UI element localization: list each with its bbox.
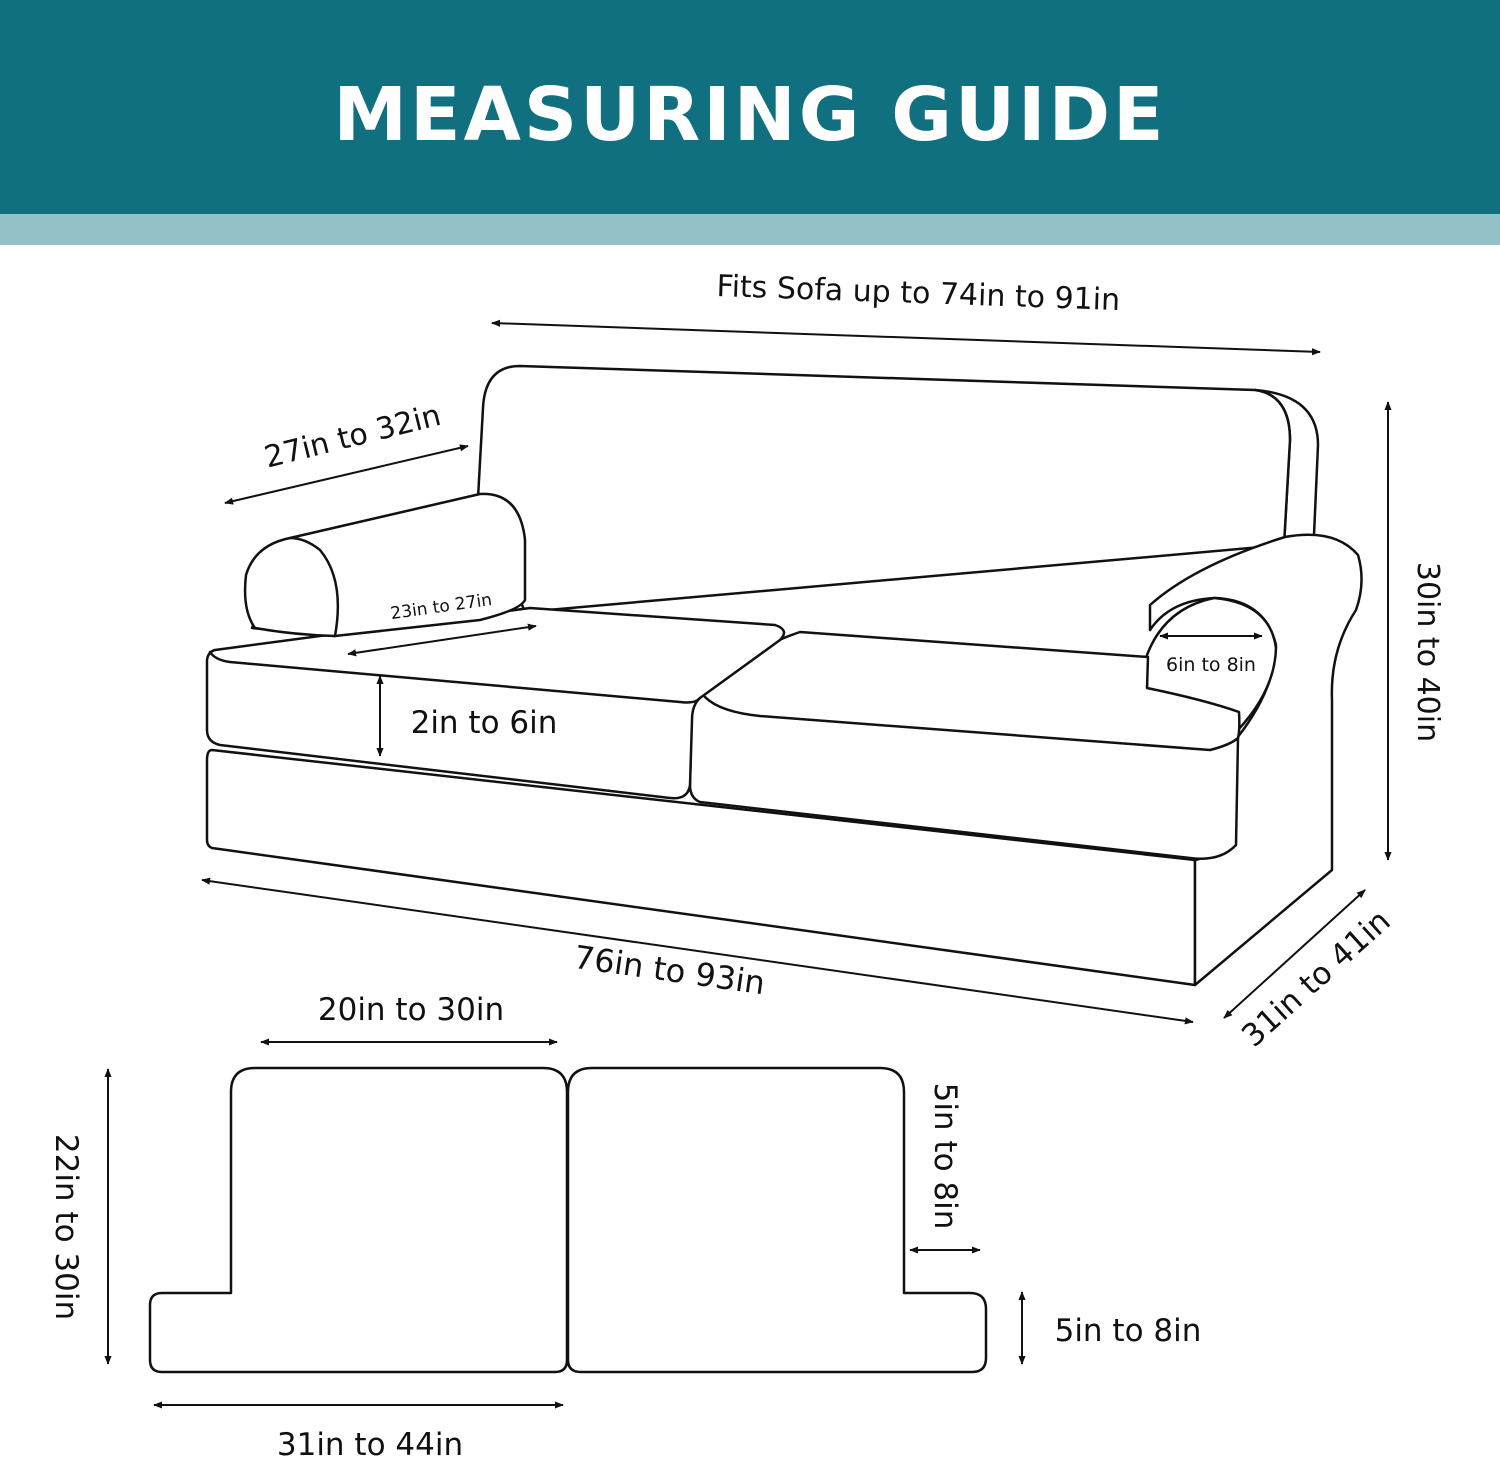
header-stripe: [0, 214, 1500, 245]
header-banner: [0, 0, 1500, 214]
sofa-left-arm-front: [243, 536, 340, 638]
depth-arrow: [1223, 889, 1366, 1019]
front-width-arrow: [201, 877, 1194, 1025]
page-title: MEASURING GUIDE: [333, 72, 1167, 158]
arm-depth-arrow: [347, 623, 537, 657]
cushion-illustration: [148, 1066, 988, 1374]
t-ear-length-label: 5in to 8in: [927, 1083, 963, 1230]
left-t-cushion: [148, 1066, 569, 1374]
arm-length-label: 27in to 32in: [261, 398, 444, 476]
left-cushion-top-edge: [208, 650, 702, 704]
cushion-depth-label: 22in to 30in: [48, 1134, 84, 1320]
right-cushion-top-edge: [703, 695, 1240, 752]
back-width-arrow: [491, 319, 1321, 356]
back-width-label: Fits Sofa up to 74in to 91in: [716, 269, 1121, 318]
cushion-dimension-arrows: [104, 1038, 1026, 1409]
arm-front-width-label: 6in to 8in: [1166, 654, 1256, 676]
arm-length-arrow: [224, 444, 469, 505]
sofa-dimension-arrows: [201, 319, 1392, 1025]
t-ear-width-label: 5in to 8in: [1055, 1313, 1202, 1349]
total-width-label: 31in to 44in: [277, 1427, 463, 1460]
cushion-width-label: 20in to 30in: [318, 992, 504, 1028]
sofa-backrest: [476, 364, 1292, 614]
height-label: 30in to 40in: [1410, 562, 1445, 742]
right-t-cushion: [566, 1066, 988, 1374]
cushion-thickness-label: 2in to 6in: [411, 705, 558, 741]
